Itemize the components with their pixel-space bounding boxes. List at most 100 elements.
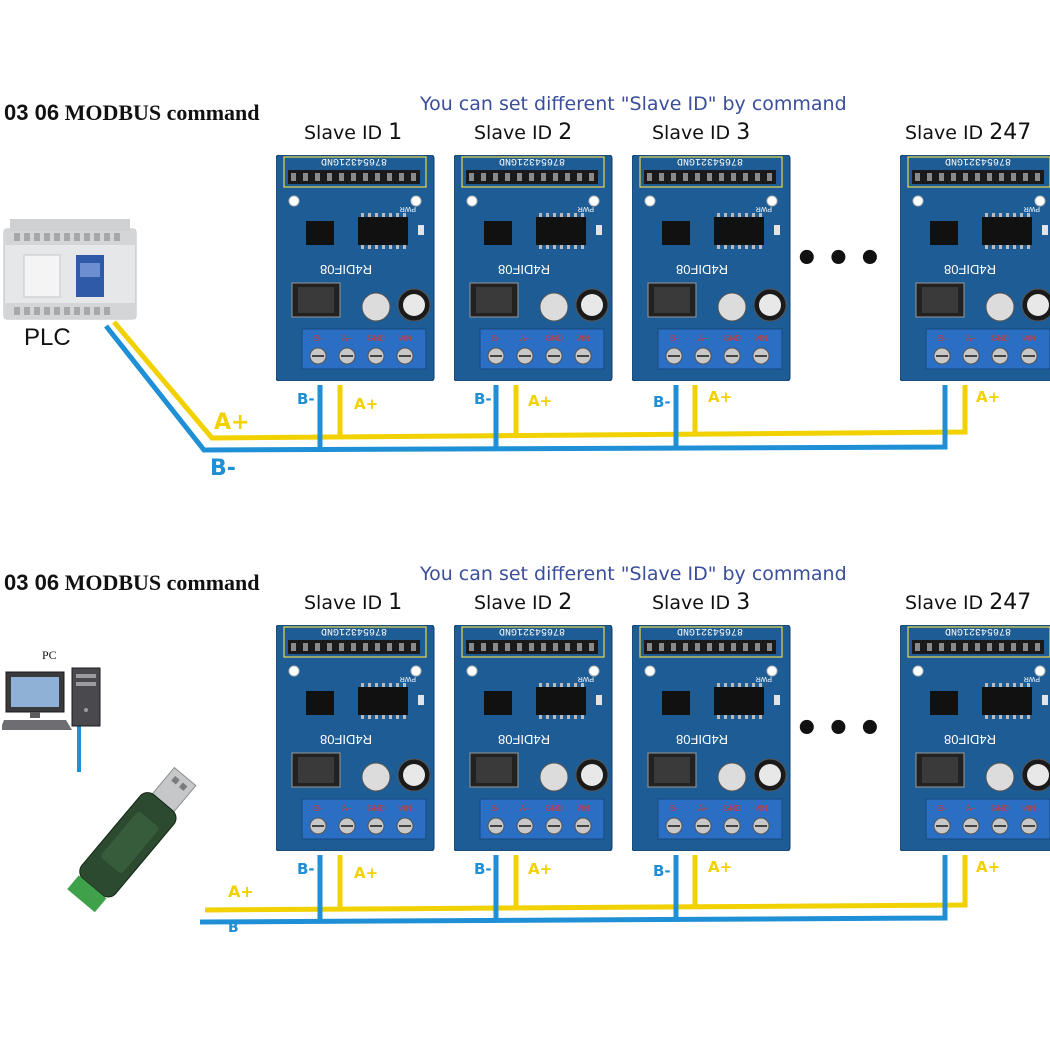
- board-model-label: R4DIF08: [320, 262, 372, 277]
- terminal-a-label: A+: [976, 388, 1001, 406]
- pwr-led-label: PWR: [1024, 675, 1040, 682]
- terminal-pin-label: GND: [545, 804, 563, 813]
- terminal-a-label: A+: [708, 858, 733, 876]
- terminal-pin-label: GND: [991, 804, 1009, 813]
- terminal-pin-label: VIN: [754, 804, 768, 813]
- bus-b-label-2: B: [228, 920, 239, 936]
- terminal-pin-label: A+: [520, 334, 530, 343]
- terminal-pin-label: VIN: [398, 804, 412, 813]
- terminal-pin-label: A+: [966, 804, 976, 813]
- terminal-a-label: A+: [708, 388, 733, 406]
- header-pin-labels: 87654321GND: [945, 625, 1011, 636]
- terminal-b-label: B-: [653, 393, 671, 411]
- board-model-label: R4DIF08: [498, 262, 550, 277]
- pwr-led-label: PWR: [578, 675, 594, 682]
- terminal-pin-label: B-: [938, 804, 946, 813]
- terminal-pin-label: A+: [520, 804, 530, 813]
- header-pin-labels: 87654321GND: [499, 155, 565, 166]
- terminal-b-label: B-: [653, 862, 671, 880]
- terminal-pin-label: VIN: [1022, 804, 1036, 813]
- bus-b-wire-1: [104, 324, 948, 453]
- terminal-pin-label: A+: [698, 804, 708, 813]
- terminal-pin-label: B-: [938, 334, 946, 343]
- board-model-label: R4DIF08: [676, 262, 728, 277]
- pwr-led-label: PWR: [578, 205, 594, 212]
- board-model-label: R4DIF08: [498, 732, 550, 747]
- terminal-pin-label: B-: [314, 804, 322, 813]
- pwr-led-label: PWR: [756, 205, 772, 212]
- terminal-pin-label: B-: [492, 804, 500, 813]
- slave-label-1: Slave ID 1: [304, 590, 403, 615]
- bus-a-wire-1: [112, 320, 968, 441]
- bus-b-label-1: B-: [210, 456, 236, 481]
- terminal-pin-label: GND: [723, 804, 741, 813]
- terminal-pin-label: VIN: [576, 334, 590, 343]
- board-model-label: R4DIF08: [944, 262, 996, 277]
- terminal-a-label: A+: [528, 860, 553, 878]
- terminal-a-label: A+: [354, 395, 379, 413]
- terminal-pin-label: B-: [670, 334, 678, 343]
- board-model-label: R4DIF08: [320, 732, 372, 747]
- board-model-label: R4DIF08: [676, 732, 728, 747]
- bus-b-wire-2: [199, 855, 948, 925]
- terminal-pin-label: A+: [342, 804, 352, 813]
- terminal-pin-label: B-: [314, 334, 322, 343]
- board-model-label: R4DIF08: [944, 732, 996, 747]
- terminal-pin-label: GND: [991, 334, 1009, 343]
- slave-label-3: Slave ID 3: [652, 120, 751, 145]
- pc-computer-icon: [2, 667, 101, 730]
- slave-id-note-1: You can set different "Slave ID" by comm…: [420, 93, 847, 115]
- header-pin-labels: 87654321GND: [321, 155, 387, 166]
- terminal-b-label: B-: [297, 860, 315, 878]
- pwr-led-label: PWR: [400, 205, 416, 212]
- terminal-pin-label: GND: [367, 334, 385, 343]
- slave-label-1: Slave ID 1: [304, 120, 403, 145]
- terminal-b-label: B-: [474, 390, 492, 408]
- slave-id-note-2: You can set different "Slave ID" by comm…: [420, 563, 847, 585]
- terminal-b-label: B-: [474, 860, 492, 878]
- terminal-pin-label: A+: [342, 334, 352, 343]
- usb-rs485-adapter: [67, 766, 197, 913]
- pwr-led-label: PWR: [1024, 205, 1040, 212]
- plc-device-image: [3, 219, 137, 320]
- modbus-command-title-2: 03 06 MODBUS command: [4, 570, 260, 595]
- slave-label-2: Slave ID 2: [474, 120, 573, 145]
- terminal-pin-label: B-: [492, 334, 500, 343]
- bus-a-label-1: A+: [214, 410, 250, 435]
- terminal-pin-label: VIN: [398, 334, 412, 343]
- slave-label-247: Slave ID 247: [905, 120, 1032, 145]
- terminal-pin-label: VIN: [754, 334, 768, 343]
- bus-a-label-2: A+: [228, 882, 254, 901]
- header-pin-labels: 87654321GND: [945, 155, 1011, 166]
- terminal-a-label: A+: [976, 858, 1001, 876]
- pwr-led-label: PWR: [400, 675, 416, 682]
- bus-a-wire-2: [204, 855, 968, 913]
- header-pin-labels: 87654321GND: [499, 625, 565, 636]
- terminal-pin-label: A+: [966, 334, 976, 343]
- terminal-b-label: B-: [297, 390, 315, 408]
- terminal-pin-label: GND: [545, 334, 563, 343]
- plc-label: PLC: [24, 324, 71, 351]
- slave-label-247: Slave ID 247: [905, 590, 1032, 615]
- terminal-a-label: A+: [354, 864, 379, 882]
- slave-label-2: Slave ID 2: [474, 590, 573, 615]
- terminal-pin-label: B-: [670, 804, 678, 813]
- terminal-pin-label: GND: [367, 804, 385, 813]
- pc-label: PC: [42, 648, 57, 662]
- ellipsis-2: •••: [794, 706, 889, 752]
